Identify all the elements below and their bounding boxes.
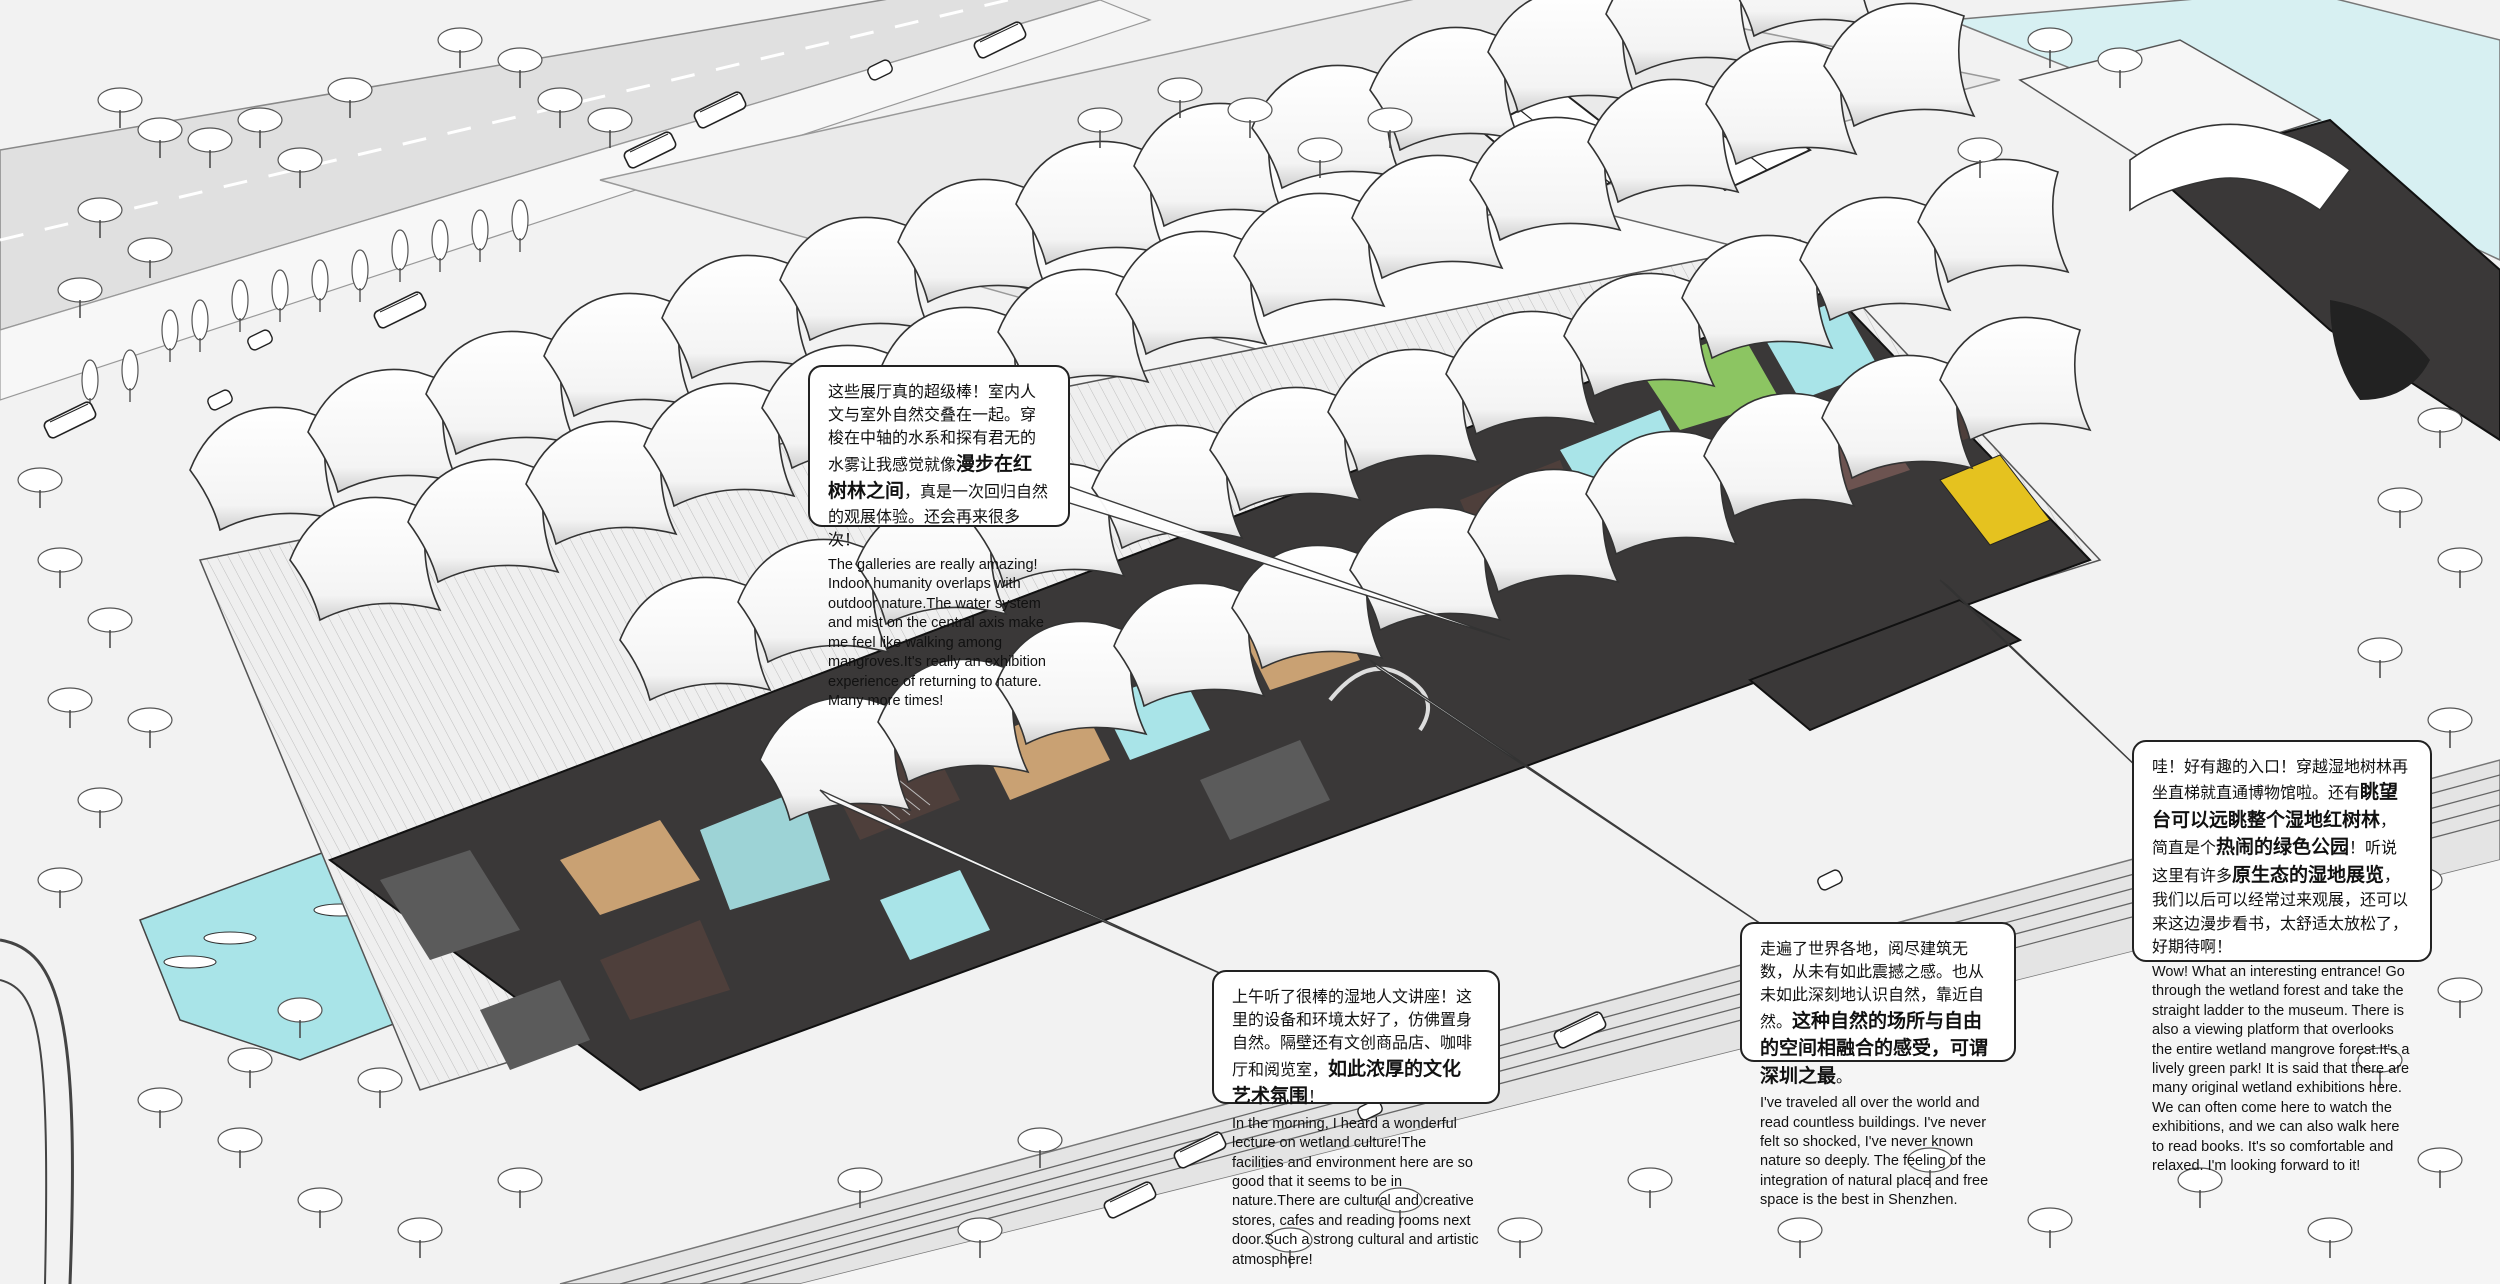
roof-module: [1231, 544, 1384, 670]
callout-entrance-zh: 哇！好有趣的入口！穿越湿地树林再坐直梯就直通博物馆啦。还有眺望台可以远眺整个湿地…: [2152, 756, 2412, 959]
roof-module: [1799, 196, 1952, 322]
roof-module: [1467, 468, 1620, 594]
callout-traveled-zh: 走遍了世界各地，阅尽建筑无数，从未有如此震撼之感。也从未如此深刻地认识自然，靠近…: [1760, 938, 1996, 1090]
viewing-tower: [2129, 118, 2500, 442]
roof-module: [1469, 116, 1622, 242]
callout-lecture-en: In the morning, I heard a wonderful lect…: [1232, 1115, 1479, 1268]
callout-lecture: 上午听了很棒的湿地人文讲座！这里的设备和环境太好了，仿佛置身自然。隔壁还有文创商…: [1212, 970, 1500, 1268]
roof-module: [1823, 2, 1976, 128]
roof-module: [643, 382, 796, 508]
callout-traveled-en: I've traveled all over the world and rea…: [1760, 1095, 1989, 1209]
roof-module: [407, 458, 560, 584]
roof-module: [1917, 158, 2070, 284]
roof-module: [1587, 78, 1740, 204]
highlight: 漫步在红树林之间: [828, 453, 1033, 503]
highlight: 眺望台可以远眺整个湿地红树林: [2152, 782, 2399, 831]
text: 哇！好有趣的入口！穿越湿地树林再坐直梯就直通博物馆啦。还有: [2152, 759, 2409, 803]
roof-module: [525, 420, 678, 546]
roof-module: [877, 658, 1030, 784]
text: 上午听了很棒的湿地人文讲座！这里的设备和环境太好了，仿佛置身自然。隔壁还有文创商…: [1232, 989, 1473, 1079]
roof-module: [1563, 272, 1716, 398]
roof-module: [1681, 234, 1834, 360]
roof-module: [1113, 582, 1266, 708]
text: ！: [1308, 1089, 1325, 1107]
roof-module: [995, 620, 1148, 746]
roof-module: [1115, 230, 1268, 356]
roof-module: [759, 696, 912, 822]
callout-galleries-zh: 这些展厅真的超级棒！室内人文与室外自然交叠在一起。穿梭在中轴的水系和探有君无的水…: [828, 381, 1050, 552]
highlight: 原生态的湿地展览: [2232, 864, 2385, 886]
callout-entrance-en: Wow! What an interesting entrance! Go th…: [2152, 963, 2410, 1175]
roof-module: [1209, 386, 1362, 512]
roof-module: [1327, 348, 1480, 474]
roof-module: [1445, 310, 1598, 436]
highlight: 这种自然的场所与自由的空间相融合的感受，可谓深圳之最: [1760, 1010, 1989, 1087]
callout-leaders: [819, 478, 2141, 981]
text: ，简直是个: [2152, 812, 2397, 858]
roof-module: [1585, 430, 1738, 556]
callout-lecture-zh: 上午听了很棒的湿地人文讲座！这里的设备和环境太好了，仿佛置身自然。隔壁还有文创商…: [1232, 986, 1480, 1111]
text: ！听说这里有许多: [2152, 840, 2398, 885]
roof-module: [1821, 354, 1974, 480]
text: 。: [1836, 1068, 1853, 1086]
roof-module: [1705, 40, 1858, 166]
callout-traveled: 走遍了世界各地，阅尽建筑无数，从未有如此震撼之感。也从未如此深刻地认识自然，靠近…: [1740, 922, 2016, 1208]
callout-galleries-en: The galleries are really amazing! Indoor…: [828, 557, 1046, 709]
roof-module: [619, 576, 772, 702]
highlight: 热闹的绿色公园: [2216, 837, 2350, 859]
text: 走遍了世界各地，阅尽建筑无数，从未有如此震撼之感。也从未如此深刻地认识自然，靠近…: [1760, 941, 1985, 1031]
roof-module: [289, 496, 442, 622]
text: ，真是一次回归自然的观展体验。还会再来很多次！: [828, 484, 1049, 549]
roof-module: [1939, 316, 2092, 442]
callout-galleries: 这些展厅真的超级棒！室内人文与室外自然交叠在一起。穿梭在中轴的水系和探有君无的水…: [808, 365, 1070, 709]
text: ，我们以后可以经常过来观展，还可以来这边漫步看书，太舒适太放松了，好期待啊！: [2152, 867, 2409, 956]
callout-entrance: 哇！好有趣的入口！穿越湿地树林再坐直梯就直通博物馆啦。还有眺望台可以远眺整个湿地…: [2132, 740, 2432, 1174]
roof-module: [737, 538, 890, 664]
roof-module: [1703, 392, 1856, 518]
text: 这些展厅真的超级棒！室内人文与室外自然交叠在一起。穿梭在中轴的水系和探有君无的水…: [828, 384, 1037, 474]
roof-module: [1351, 154, 1504, 280]
highlight: 如此浓厚的文化艺术氛围: [1232, 1058, 1462, 1108]
roof-module: [1233, 192, 1386, 318]
